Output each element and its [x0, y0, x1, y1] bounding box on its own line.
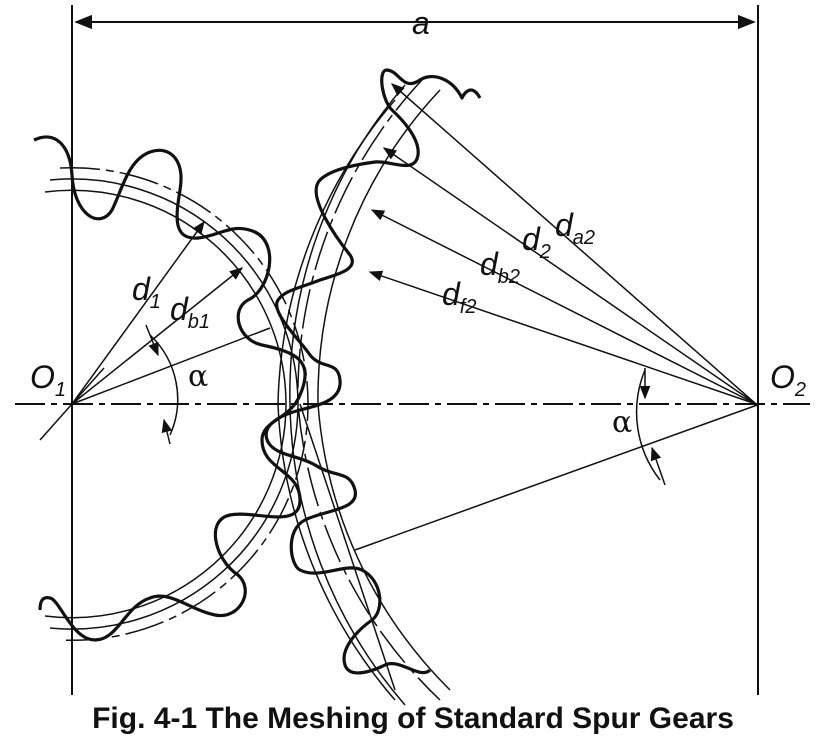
gear-2-base-circle — [289, 84, 406, 706]
labels: a O1 O2 d1 db1 d2 da2 db2 df2 α α — [30, 5, 806, 440]
line-of-action — [354, 403, 761, 551]
O2-to-d2-leader — [382, 147, 757, 405]
gear-1 — [33, 135, 309, 642]
O1-crossing-line — [39, 367, 105, 441]
alpha-right-arc — [635, 369, 661, 481]
O2-to-db2-leader — [370, 209, 757, 405]
label-alpha-right: α — [612, 405, 632, 440]
alpha-left-arc — [149, 334, 179, 436]
alpha-left-arrow-bottom — [161, 418, 173, 445]
figure-caption: Fig. 4-1 The Meshing of Standard Spur Ge… — [92, 702, 734, 735]
gear-2 — [264, 68, 482, 706]
O1-to-db1-leader — [71, 267, 244, 405]
label-O2: O2 — [770, 359, 806, 401]
O2-to-da2-leader — [390, 83, 757, 405]
alpha-left-arrow-top — [145, 324, 159, 357]
label-db2: db2 — [480, 246, 520, 288]
O1-to-d1-leader — [71, 220, 205, 405]
gear-1-base-circle — [49, 178, 299, 630]
alpha-right-arrow-bottom — [650, 446, 666, 486]
construction-lines — [39, 83, 761, 691]
gear-2-root-circle — [277, 99, 396, 701]
label-db1: db1 — [170, 291, 210, 333]
label-d1: d1 — [132, 271, 161, 313]
label-da2: da2 — [555, 207, 595, 249]
label-d2: d2 — [522, 221, 551, 263]
line-of-action-lower — [299, 403, 396, 691]
frame-lines — [15, 5, 810, 695]
label-center-distance: a — [412, 5, 430, 41]
O2-to-df2-leader — [368, 270, 757, 405]
gear-1-root-circle — [44, 189, 287, 619]
gear-2-pitch-circle — [297, 79, 441, 701]
gear-1-teeth-profile — [33, 135, 307, 642]
gear-2-teeth-profile — [264, 68, 482, 675]
label-O1: O1 — [30, 359, 66, 401]
label-alpha-left: α — [188, 359, 208, 394]
label-df2: df2 — [442, 276, 476, 318]
